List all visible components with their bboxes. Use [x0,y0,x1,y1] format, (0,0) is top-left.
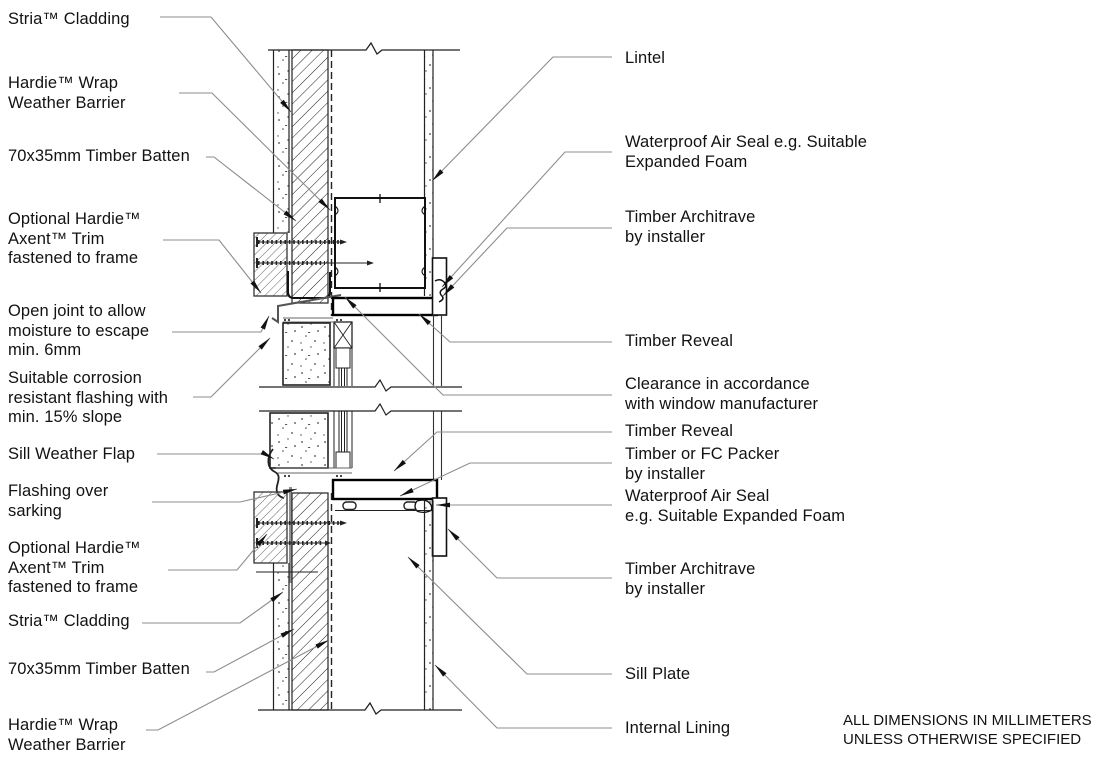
label-stria-cladding-top: Stria™ Cladding [8,10,130,28]
leader-stria-cladding-top [160,16,292,113]
label-lintel: Lintel [625,49,666,67]
leader-flashing-sarking [152,488,298,503]
packers [342,501,418,511]
axent-trim-sill [253,491,288,564]
break-line-bottom [258,701,462,715]
label-architrave-sill: Timber Architrave by installer [625,560,756,598]
label-axent-trim-bottom: Optional Hardie™ Axent™ Trim fastened to… [8,539,141,596]
timber-architrave-sill [431,497,448,557]
label-timber-batten-bottom: 70x35mm Timber Batten [8,660,190,678]
leader-axent-trim-bottom [168,533,268,571]
glazing-lower [333,411,353,468]
leader-timber-batten-top [206,156,297,222]
reveal-jamb-beyond-lower [432,411,443,480]
window-sill-block [269,412,329,469]
leader-hardie-wrap-bottom [146,639,330,731]
label-internal-lining: Internal Lining [625,719,731,737]
fastener-screw [256,237,347,247]
leader-fc-packer [399,462,612,497]
label-corrosion-flashing: Suitable corrosion resistant flashing wi… [8,369,169,426]
label-open-joint: Open joint to allow moisture to escape m… [8,302,150,359]
lintel-member [334,194,426,292]
leaders [142,16,612,731]
label-axent-trim-top: Optional Hardie™ Axent™ Trim fastened to… [8,210,141,267]
window-sash-sill [335,451,351,469]
label-air-seal-sill: Waterproof Air Seal e.g. Suitable Expand… [625,487,846,525]
head-assembly [253,232,448,324]
leader-corrosion-flashing [193,337,271,398]
label-timber-reveal-head: Timber Reveal [625,332,733,350]
glazing-upper [333,348,353,386]
timber-batten-strip-upper [291,49,329,304]
window-head-frame [282,315,443,386]
label-architrave-head: Timber Architrave by installer [625,208,756,246]
fixing-marks [283,318,343,322]
leader-timber-reveal-sill [393,431,612,472]
window-sill-frame [267,411,448,557]
leader-hardie-wrap-top [179,92,331,211]
reveal-jamb-beyond-upper [432,315,443,386]
leader-air-seal-head [441,151,612,288]
leader-architrave-head [442,227,612,297]
leader-sill-plate [407,556,612,675]
break-line-top [268,41,460,55]
timber-reveal-sill-bar [331,478,439,501]
leader-open-joint [172,315,270,333]
window-head-block [282,322,331,386]
leader-sill-weather-flap [157,450,275,460]
label-hardie-wrap-bottom: Hardie™ Wrap Weather Barrier [8,716,126,754]
timber-batten-strip-lower [291,492,329,711]
label-fc-packer: Timber or FC Packer by installer [625,445,780,483]
leader-architrave-sill [447,528,612,579]
fixing-marks [283,474,343,478]
label-flashing-over-sarking: Flashing over sarking [8,482,109,520]
label-timber-reveal-sill: Timber Reveal [625,422,733,440]
internal-lining-strip-lower [423,500,434,710]
fastener-screw [256,258,374,268]
head-drip-channel [287,271,331,299]
label-stria-cladding-bottom: Stria™ Cladding [8,612,130,630]
head-flashing [271,294,342,324]
window-sash-head [333,321,353,369]
label-sill-plate: Sill Plate [625,665,691,683]
section-break-band [255,378,465,416]
dimensions-note: ALL DIMENSIONS IN MILLIMETERS UNLESS OTH… [843,712,1092,748]
leader-stria-cladding-bottom [142,591,284,624]
label-hardie-wrap-top: Hardie™ Wrap Weather Barrier [8,74,126,112]
label-clearance: Clearance in accordance with window manu… [625,375,819,413]
leader-clearance [344,296,612,396]
label-timber-batten-top: 70x35mm Timber Batten [8,147,190,165]
leader-lintel [431,56,612,182]
leader-internal-lining [434,664,612,729]
leader-timber-reveal-head [418,313,612,343]
label-air-seal-head: Waterproof Air Seal e.g. Suitable Expand… [625,133,868,171]
leader-axent-trim-top [163,239,262,294]
timber-architrave-head [431,257,448,316]
label-sill-weather-flap: Sill Weather Flap [8,445,136,463]
wall-section-lower [253,487,462,715]
stria-cladding-strip-lower [272,563,290,710]
leader-timber-batten-bottom [206,628,295,673]
